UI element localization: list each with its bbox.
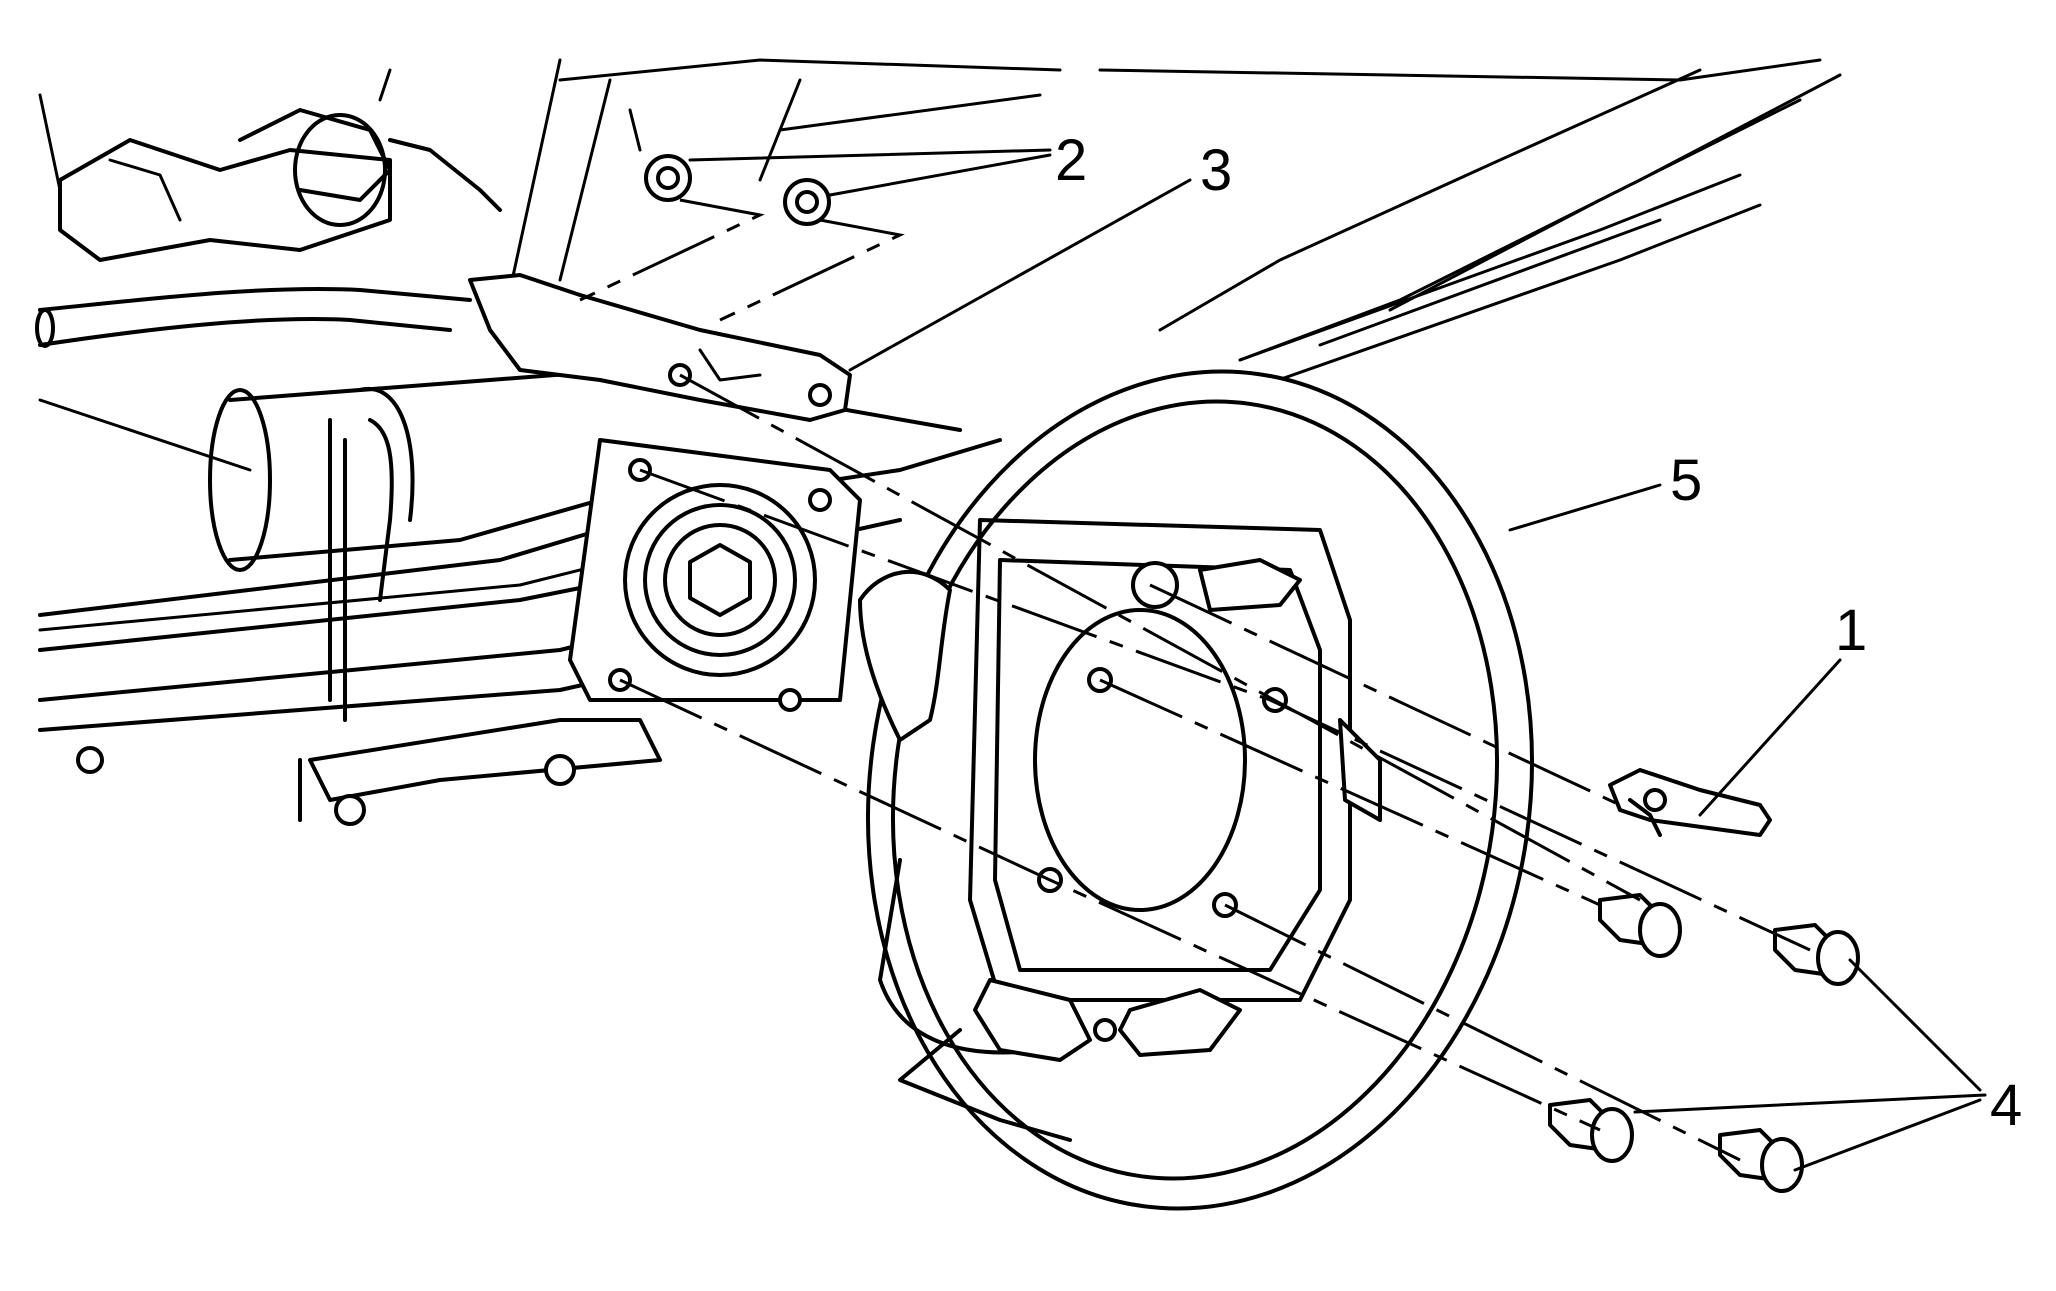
bolt-1	[1598, 893, 1682, 958]
callout-label-5: 5	[1670, 448, 1702, 513]
leaf-spring	[38, 173, 1762, 732]
cable-bracket	[468, 273, 852, 422]
axle-flange	[568, 438, 862, 712]
bolt-3	[1548, 1098, 1634, 1163]
nut-2	[783, 178, 831, 226]
brake-backing-plate	[858, 369, 1534, 1211]
chassis-lines	[38, 58, 1842, 472]
bolt-2	[1773, 923, 1860, 986]
nut-1	[644, 154, 692, 202]
alignment-lines	[579, 198, 1811, 1162]
wheel-speed-clip	[1608, 768, 1772, 837]
callout-label-3: 3	[1200, 138, 1232, 203]
u-bolt-plate	[76, 718, 662, 826]
stabilizer-mount	[58, 68, 502, 262]
parking-brake-cable	[35, 287, 472, 348]
leader-lines	[688, 148, 1987, 1172]
callout-labels: 2 3 5 1 4	[1055, 128, 2022, 1138]
callout-label-1: 1	[1835, 598, 1867, 663]
bolt-4	[1718, 1128, 1804, 1193]
callout-label-4: 4	[1990, 1073, 2022, 1138]
callout-label-2: 2	[1055, 128, 1087, 193]
